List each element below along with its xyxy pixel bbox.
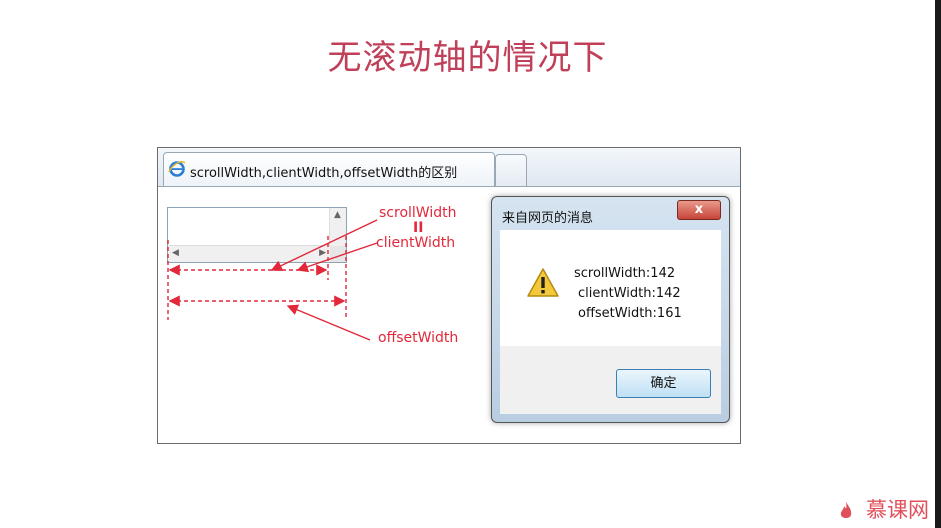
offsetwidth-label: offsetWidth xyxy=(378,330,459,346)
ok-button[interactable]: 确定 xyxy=(616,369,711,398)
dimension-lines xyxy=(167,219,378,341)
scrollwidth-label: scrollWidth xyxy=(379,205,457,221)
dialog-body: scrollWidth:142 clientWidth:142 offsetWi… xyxy=(500,230,721,346)
clientwidth-label: clientWidth xyxy=(376,235,456,251)
scroll-left-icon[interactable]: ◀ xyxy=(172,248,179,258)
close-icon[interactable]: x xyxy=(677,200,721,220)
msg-clientwidth: clientWidth:142 xyxy=(578,286,681,301)
scroll-right-icon[interactable]: ▶ xyxy=(319,248,326,258)
right-edge-bar xyxy=(935,0,941,528)
slide-title: 无滚动轴的情况下 xyxy=(327,38,608,78)
logo-text: 慕课网 xyxy=(866,498,929,522)
new-tab-button[interactable] xyxy=(495,154,527,186)
equals-mark: II xyxy=(413,220,424,236)
msg-offsetwidth: offsetWidth:161 xyxy=(578,306,682,321)
tab-strip: scrollWidth,clientWidth,offsetWidth的区别 xyxy=(158,148,740,187)
horizontal-scrollbar[interactable]: ◀ ▶ xyxy=(168,245,330,262)
ie-icon xyxy=(168,161,186,177)
dialog-title: 来自网页的消息 xyxy=(502,211,594,226)
dialog-footer: 确定 xyxy=(500,346,721,414)
logo-flame-icon xyxy=(840,502,852,518)
msg-scrollwidth: scrollWidth:142 xyxy=(574,266,676,281)
scroll-up-icon[interactable]: ▲ xyxy=(334,210,341,220)
tab-active[interactable]: scrollWidth,clientWidth,offsetWidth的区别 xyxy=(163,152,495,186)
tab-title: scrollWidth,clientWidth,offsetWidth的区别 xyxy=(190,166,458,181)
warning-icon xyxy=(527,268,559,297)
alert-dialog: 来自网页的消息 x scrollWidth:142 clientWidth:14… xyxy=(491,196,730,423)
